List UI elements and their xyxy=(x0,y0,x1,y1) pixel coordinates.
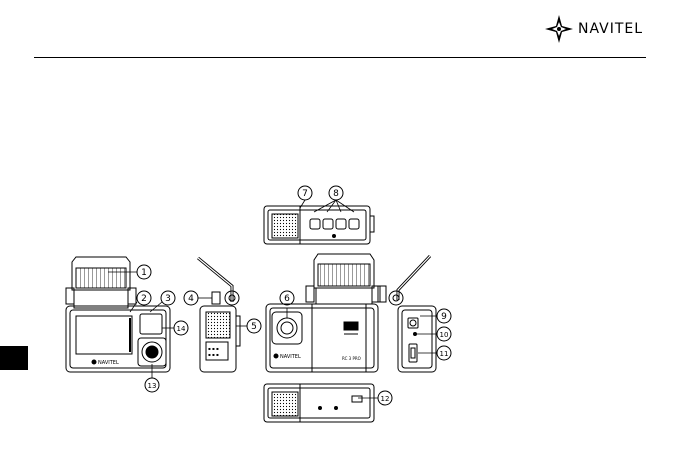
bottom-view xyxy=(263,383,375,423)
callout-2: 2 xyxy=(141,294,147,304)
callout-6: 6 xyxy=(284,294,290,304)
callout-10: 10 xyxy=(440,331,449,339)
top-view xyxy=(263,205,375,245)
svg-text:▪ ▪ ▪: ▪ ▪ ▪ xyxy=(208,352,219,357)
navitel-compass-icon xyxy=(545,15,573,43)
callout-5: 5 xyxy=(251,322,257,332)
callout-3: 3 xyxy=(165,294,171,304)
callout-11: 11 xyxy=(440,350,449,358)
side-view-left: ▪ ▪ ▪ ▪ ▪ ▪ xyxy=(197,256,241,373)
callout-4: 4 xyxy=(188,294,194,304)
model-text: RC 3 PRO xyxy=(342,356,361,361)
callout-7: 7 xyxy=(302,189,308,199)
callout-8: 8 xyxy=(333,189,339,199)
section-tab xyxy=(0,346,28,370)
callouts: 1 2 3 4 5 6 7 8 9 10 11 12 13 14 xyxy=(136,185,452,406)
rear-view: NAVITEL RC 3 PRO xyxy=(265,253,381,373)
callout-13: 13 xyxy=(148,382,157,390)
leader-lines xyxy=(108,199,437,399)
callout-12: 12 xyxy=(381,395,390,403)
front-logo-text: NAVITEL xyxy=(98,360,119,366)
brand-logo: NAVITEL xyxy=(544,14,643,44)
rear-logo-text: NAVITEL xyxy=(280,354,301,360)
callout-14: 14 xyxy=(177,325,186,333)
callout-1: 1 xyxy=(141,268,147,278)
front-left-view: NAVITEL xyxy=(65,256,171,373)
header-rule xyxy=(34,57,646,58)
brand-name: NAVITEL xyxy=(578,21,644,37)
callout-9: 9 xyxy=(441,312,447,322)
side-view-right xyxy=(377,254,437,373)
svg-text:▪ ▪ ▪: ▪ ▪ ▪ xyxy=(208,346,219,351)
